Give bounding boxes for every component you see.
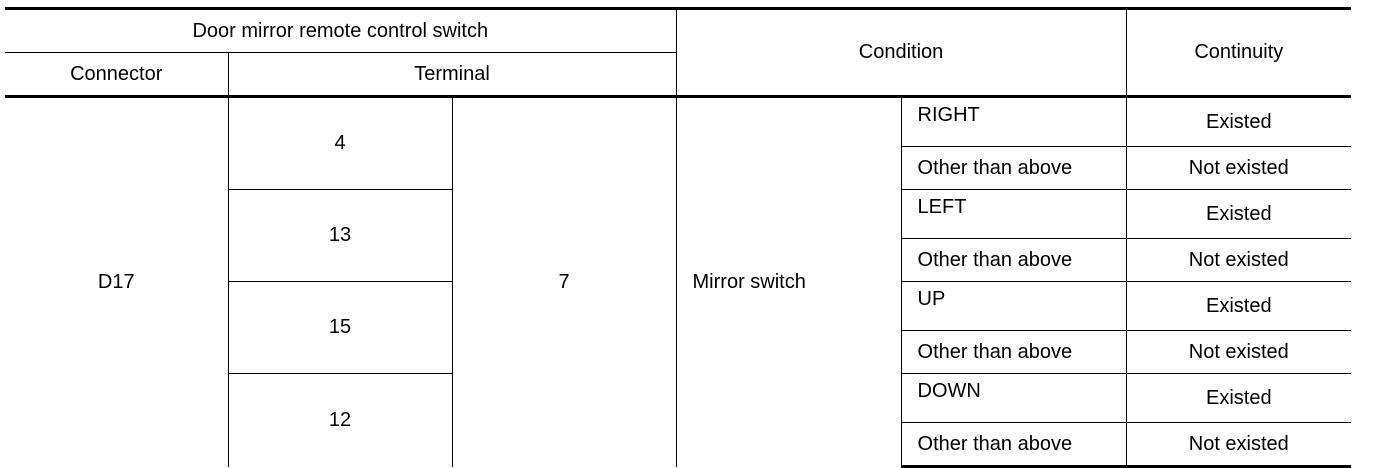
terminal-cell: 13 [227,189,452,282]
switch-state-cell: RIGHT [900,95,1127,147]
header-group: Door mirror remote control switch [5,7,677,53]
continuity-table: Door mirror remote control switch Condit… [5,7,1352,468]
terminal-cell: 15 [227,281,452,374]
header-terminal: Terminal [227,52,677,97]
switch-state-cell: Other than above [900,238,1127,282]
switch-state-cell: Other than above [900,330,1127,374]
header-connector: Connector [5,52,228,97]
continuity-cell: Existed [1125,373,1352,423]
continuity-cell: Existed [1125,189,1352,239]
terminal-cell: 4 [227,95,452,190]
table-row: D17 4 7 Mirror switch RIGHT Existed [5,95,1352,467]
continuity-cell: Not existed [1125,146,1352,190]
common-terminal-cell: 7 [451,95,677,467]
switch-state-cell: DOWN [900,373,1127,423]
table-row: Other than above Not existed [5,330,1352,374]
header-condition: Condition [675,7,1127,97]
continuity-cell: Not existed [1125,422,1352,468]
table-row: Other than above Not existed [5,146,1352,190]
continuity-cell: Existed [1125,95,1352,147]
switch-state-cell: Other than above [900,146,1127,190]
terminal-cell: 12 [227,373,452,467]
continuity-cell: Not existed [1125,330,1352,374]
table-row: 15 UP Existed [5,281,1352,374]
switch-state-cell: UP [900,281,1127,331]
continuity-cell: Existed [1125,281,1352,331]
header-continuity: Continuity [1125,7,1352,97]
continuity-cell: Not existed [1125,238,1352,282]
table-row: Other than above Not existed [5,238,1352,282]
switch-state-cell: Other than above [900,422,1127,468]
switch-state-cell: LEFT [900,189,1127,239]
connector-cell: D17 [5,95,228,467]
table-row: 13 LEFT Existed [5,189,1352,282]
condition-label-cell: Mirror switch [675,95,902,467]
